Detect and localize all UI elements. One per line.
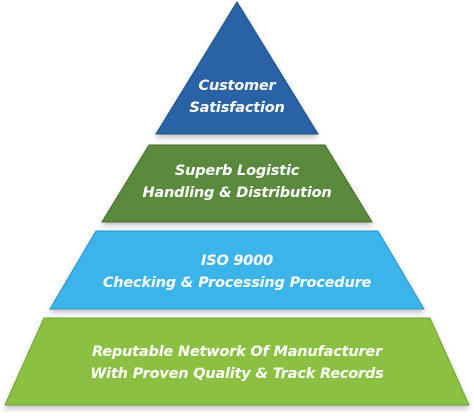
tier-4-label-line-2: With Proven Quality & Track Records <box>90 366 384 382</box>
tier-2-label: Superb Logistic Handling & Distribution <box>0 160 474 204</box>
tier-3-label-line-2: Checking & Processing Procedure <box>102 275 372 291</box>
tier-1-label-line-1: Customer <box>198 78 276 94</box>
tier-2-label-line-1: Superb Logistic <box>174 163 300 179</box>
tier-customer-satisfaction <box>155 1 319 135</box>
tier-logistic-handling <box>101 144 373 223</box>
tier-4-shape <box>4 317 470 406</box>
tier-4-label-line-1: Reputable Network Of Manufacturer <box>91 344 383 360</box>
tier-2-shape <box>101 144 373 223</box>
tier-2-label-line-2: Handling & Distribution <box>142 185 332 201</box>
tier-1-label-line-2: Satisfaction <box>189 100 285 116</box>
tier-iso-9000 <box>49 230 425 310</box>
tier-1-label: Customer Satisfaction <box>0 75 474 119</box>
tier-3-label: ISO 9000 Checking & Processing Procedure <box>0 250 474 294</box>
tier-1-shape <box>155 1 319 135</box>
tier-3-shape <box>49 230 425 310</box>
tier-4-label: Reputable Network Of Manufacturer With P… <box>0 341 474 385</box>
tier-reputable-network <box>4 317 470 406</box>
tier-3-label-line-1: ISO 9000 <box>201 253 273 269</box>
